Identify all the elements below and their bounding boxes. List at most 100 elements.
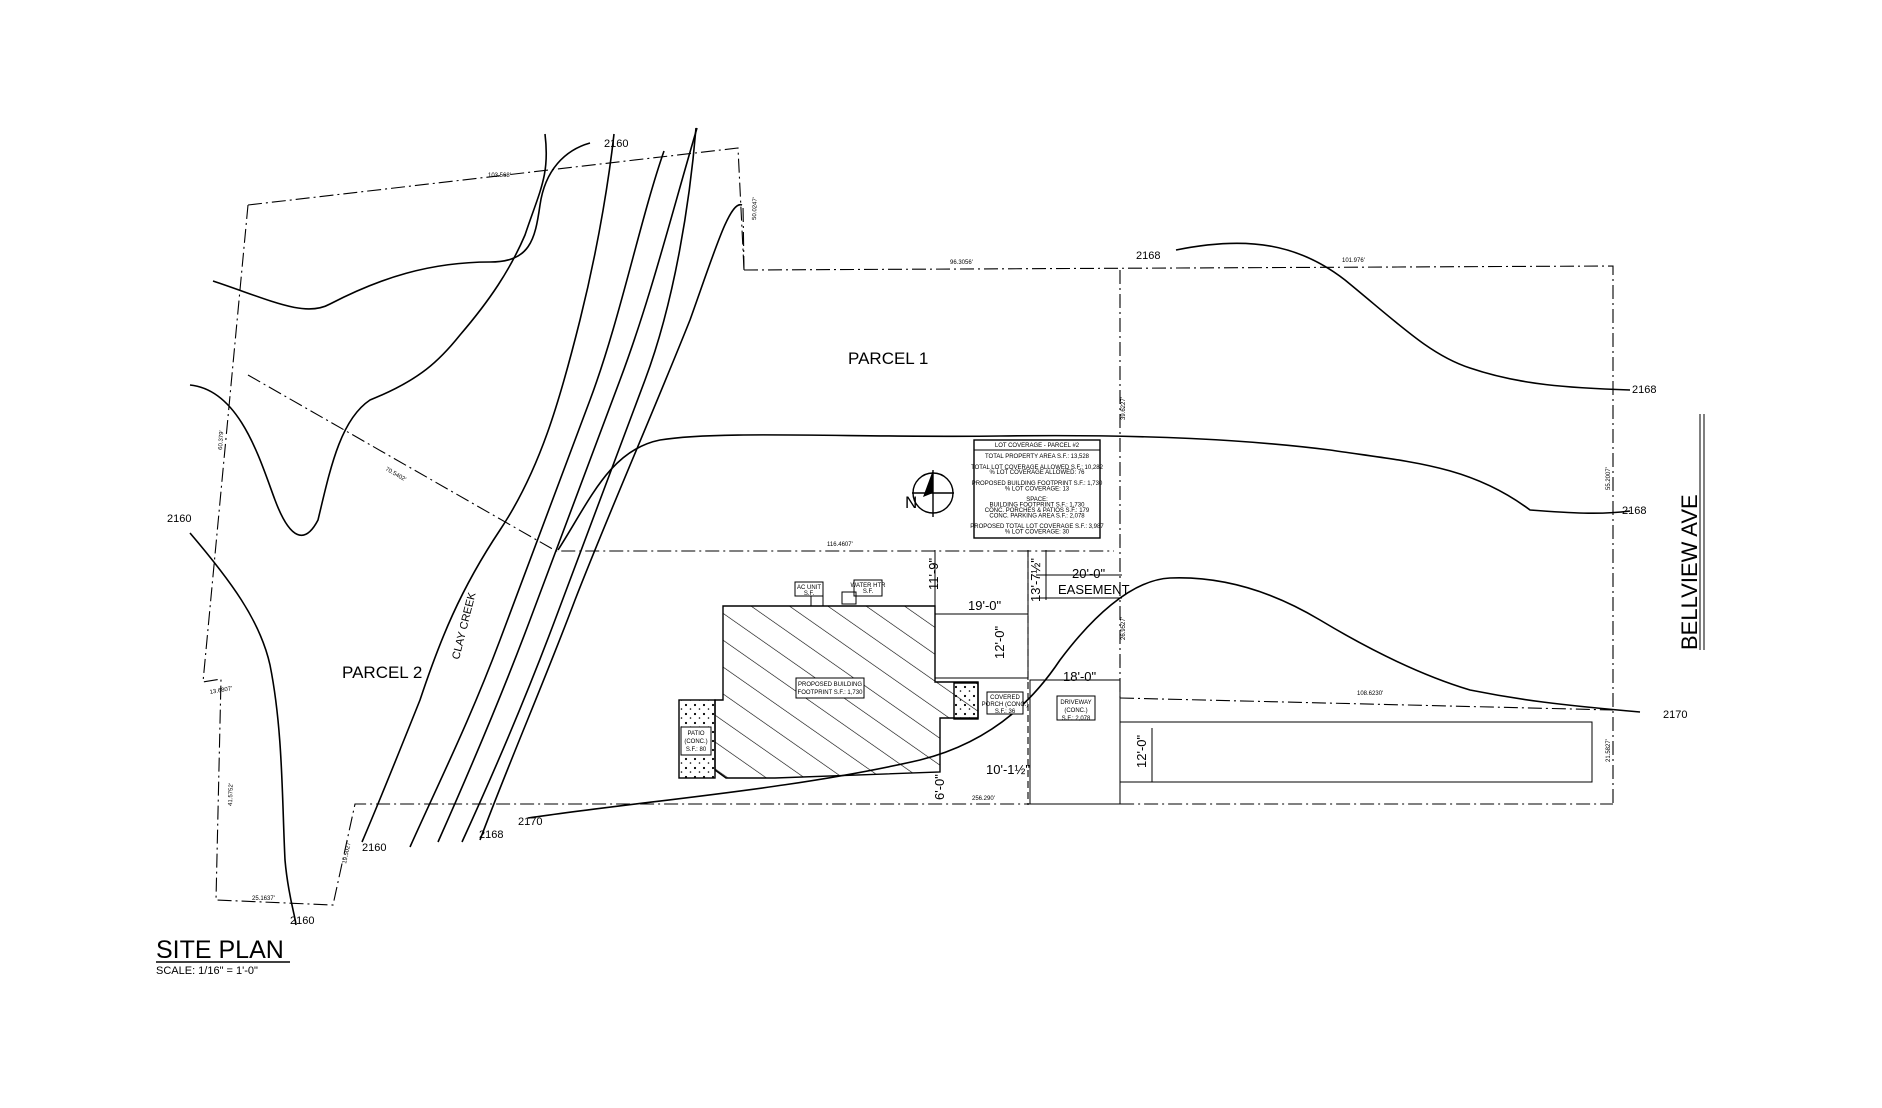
coverage-line: PROPOSED BUILDING FOOTPRINT S.F.: 1,730 <box>972 481 1103 487</box>
property-lines <box>202 147 1614 906</box>
property-length: 50.0247' <box>752 197 759 220</box>
contour-label: 2168 <box>1632 384 1656 396</box>
patio-line: S.F.: 80 <box>686 747 707 753</box>
contour-label: 2160 <box>167 513 191 525</box>
water_heater-line: S.F. <box>863 589 874 595</box>
ac-unit <box>794 581 824 597</box>
property-length: 55.2007' <box>1606 467 1612 490</box>
dimension-label: 13'-7½" <box>1028 558 1043 602</box>
property-length: 101.976' <box>1342 258 1365 264</box>
contour-label: 2160 <box>362 842 386 854</box>
property-length: 39.6227' <box>1121 397 1127 420</box>
building-line: FOOTPRINT S.F.: 1,730 <box>798 690 864 696</box>
porch-line: COVERED <box>990 695 1020 701</box>
coverage-line: TOTAL PROPERTY AREA S.F.: 13,528 <box>985 454 1090 460</box>
contour-label: 2168 <box>1136 250 1160 262</box>
north-arrow-icon <box>912 470 954 517</box>
coverage-line: BUILDING FOOTPRINT S.F.: 1,730 <box>990 503 1086 509</box>
property-length: 21.5827' <box>1606 739 1612 762</box>
water-heater-pad <box>841 591 857 605</box>
building-line: PROPOSED BUILDING <box>798 682 862 688</box>
property-length: 25.1637' <box>252 896 275 902</box>
contour-lines <box>189 127 1641 926</box>
north-label: N <box>905 493 917 512</box>
property-length: 70.5402' <box>384 467 407 484</box>
porch-line: S.F.: 36 <box>995 709 1016 715</box>
dimension-label: 11'-9" <box>926 557 941 590</box>
parcel2-boundary <box>202 147 1613 906</box>
driveway-line: DRIVEWAY <box>1060 700 1091 706</box>
property-length: 41.5752' <box>228 783 235 806</box>
ne-diagonal-line <box>742 204 745 271</box>
coverage-line: PROPOSED TOTAL LOT COVERAGE S.F.: 3,987 <box>970 524 1104 530</box>
contour-label: 2160 <box>290 915 314 927</box>
ac_unit-line: AC UNIT <box>797 585 821 591</box>
ac-unit-pad <box>810 595 824 607</box>
dimension-label: 20'-0" <box>1072 566 1106 581</box>
coverage-line: CONC. PARKING AREA S.F.: 2,078 <box>989 513 1085 519</box>
contour-label: 2160 <box>604 138 628 150</box>
contour-2168-top <box>1175 242 1631 391</box>
patio-label-box <box>680 726 712 756</box>
property-length: 19.5027' <box>342 841 353 865</box>
patio-line: (CONC.) <box>684 739 707 745</box>
contour-2168-mid <box>557 434 1631 551</box>
dimension-label: 18'-0" <box>1063 669 1097 684</box>
easement-label: EASEMENT <box>1058 582 1130 597</box>
water_heater-line: WATER HTR <box>851 583 887 589</box>
property-length: 116.4607' <box>827 542 853 548</box>
street-label: BELLVIEW AVE <box>1677 494 1702 650</box>
covered-porch <box>953 682 979 720</box>
coverage-line: % LOT COVERAGE: 13 <box>1005 486 1070 492</box>
element-labels: PROPOSED BUILDING FOOTPRINT S.F.: 1,730PA… <box>680 583 1096 756</box>
ac_unit-line: S.F. <box>804 591 815 597</box>
dimension-label: 6'-0" <box>932 774 947 800</box>
scale-label: SCALE: 1/16" = 1'-0" <box>156 965 258 977</box>
contour-2170-lower <box>527 577 1641 819</box>
porch-label-box <box>986 691 1024 715</box>
easement-lines <box>1036 550 1153 782</box>
contour-label: 2170 <box>518 816 542 828</box>
coverage-line: TOTAL LOT COVERAGE ALLOWED S.F.: 10,282 <box>971 465 1103 471</box>
parcel-1-label: PARCEL 1 <box>848 349 928 368</box>
property-length: 96.3056' <box>950 260 973 266</box>
contour-label: 2170 <box>1663 709 1687 721</box>
contour-creek-a <box>361 133 615 843</box>
property-length: 108.6230' <box>1357 691 1383 697</box>
contour-2160-left <box>189 532 297 926</box>
parking-outline <box>934 550 1029 680</box>
property-length: 60.379' <box>218 430 225 450</box>
dimension-label: 12'-0" <box>992 625 1007 659</box>
coverage-line: % LOT COVERAGE: 30 <box>1005 530 1070 536</box>
property-length: 13.6807' <box>209 686 233 696</box>
contour-label: 2168 <box>479 829 503 841</box>
property-length: 256.290' <box>972 796 995 802</box>
coverage-heading: LOT COVERAGE - PARCEL #2 <box>995 443 1080 449</box>
patio-line: PATIO <box>687 731 704 737</box>
porch-line: PORCH (CONC.) <box>982 702 1029 708</box>
lot-coverage-table: LOT COVERAGE - PARCEL #2 TOTAL PROPERTY … <box>970 439 1104 539</box>
coverage-line: SPACE: <box>1026 497 1048 503</box>
dimension-label: 10'-1½" <box>986 762 1030 777</box>
parcel-2-label: PARCEL 2 <box>342 663 422 682</box>
driveway-strip <box>1119 721 1593 783</box>
clay-creek-label: CLAY CREEK <box>450 591 478 661</box>
contour-creek-c <box>437 127 698 843</box>
contour-2160-loop <box>189 133 548 537</box>
building-label-box <box>795 677 865 699</box>
contour-creek-e <box>479 204 743 841</box>
site-plan-title: SITE PLAN <box>156 936 284 964</box>
contour-2160-top <box>212 142 591 310</box>
property-length: 103.568' <box>488 173 511 179</box>
dimension-label: 12'-0" <box>1134 734 1149 768</box>
parcel1-boundary <box>743 265 1614 804</box>
contour-creek-d <box>461 127 697 843</box>
property-length: 26.9527' <box>1121 617 1127 640</box>
lower-parcel-line <box>1119 697 1614 711</box>
contour-label: 2168 <box>1622 505 1646 517</box>
driveway-label-box <box>1056 695 1096 721</box>
coverage-line: % LOT COVERAGE ALLOWED: 76 <box>990 470 1086 476</box>
driveway-line: S.F.: 2,078 <box>1062 716 1091 722</box>
